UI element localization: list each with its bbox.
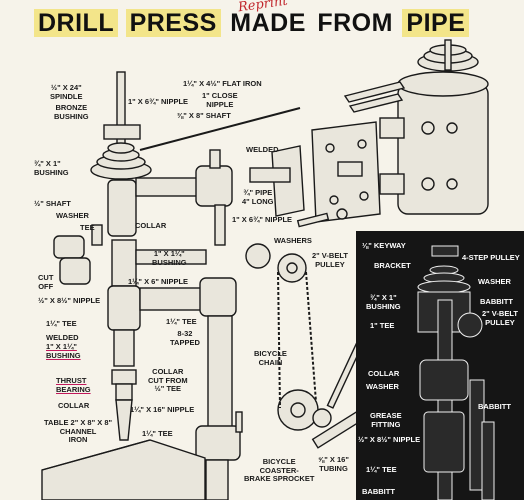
label-nipple-114x16: 1¼" X 16" NIPPLE xyxy=(130,405,195,414)
inset-label-babbitt-2: BABBITT xyxy=(478,402,511,411)
title-word-pipe: PIPE xyxy=(402,9,470,37)
inset-label-nipple: ½" X 8½" NIPPLE xyxy=(358,435,421,444)
inset-label-tee-114: 1¼" TEE xyxy=(366,465,397,474)
bolt-1 xyxy=(296,212,330,228)
label-tee-1: TEE xyxy=(80,223,95,232)
motor-bolt-1 xyxy=(421,121,435,135)
rail-1 xyxy=(343,81,406,103)
motor-top xyxy=(397,71,489,97)
tee-114-a xyxy=(107,285,141,331)
table-channel xyxy=(41,439,206,500)
title-word-drill: DRILL xyxy=(34,9,119,37)
tee-114-b xyxy=(199,277,237,317)
tubing-hub xyxy=(312,408,332,428)
label-welded-1: WELDED xyxy=(46,333,79,342)
cross-section-inset xyxy=(356,231,524,500)
close-nipple xyxy=(209,149,221,169)
plate-block xyxy=(337,161,363,177)
upper-tee xyxy=(107,179,137,237)
inset-label-washer: WASHER xyxy=(478,277,511,286)
washer-pulley xyxy=(245,243,271,269)
tee-cutoff-2 xyxy=(59,257,91,285)
motor-bolt-3 xyxy=(446,122,458,134)
inset-label-collar: COLLAR xyxy=(368,369,400,378)
pipe-34 xyxy=(249,167,291,183)
label-tee-114-b: 1¼" TEE xyxy=(166,317,197,326)
label-washer-1: WASHER xyxy=(56,211,89,220)
motor-mount-upper xyxy=(379,117,405,139)
label-washers: WASHERS xyxy=(274,236,312,245)
label-collar-2: COLLAR xyxy=(135,221,167,230)
label-nipple-114x6: 1¼" X 6" NIPPLE xyxy=(128,277,189,286)
lower-tee xyxy=(111,239,137,287)
inset-label-washer-2: WASHER xyxy=(366,382,399,391)
shaft-38x8 xyxy=(139,107,301,151)
pulley-step-4 xyxy=(107,142,135,154)
thrust-bearing xyxy=(111,369,137,385)
bronze-bushing xyxy=(103,124,141,140)
label-nipple-half-8half: ½" X 8½" NIPPLE xyxy=(38,296,101,305)
label-tubing: ⅝" X 16"TUBING xyxy=(318,455,349,473)
collar-1 xyxy=(115,383,133,401)
chain-right xyxy=(305,271,317,403)
label-bushing-1x114-b: 1" X 1¼"BUSHING xyxy=(152,249,187,267)
page-title: DRILL PRESS MADE FROM PIPE xyxy=(34,6,470,40)
title-word-from: FROM xyxy=(317,9,393,37)
label-tee-114-a: 1¼" TEE xyxy=(46,319,77,328)
motor-bolt-4 xyxy=(446,178,458,190)
bracket-stud xyxy=(235,411,243,433)
tee-cutoff-1 xyxy=(53,235,85,259)
shaft-half xyxy=(91,224,103,246)
label-welded-2: WELDED xyxy=(246,145,279,154)
inset-label-bushing: ¾" X 1"BUSHING xyxy=(366,293,401,311)
inset-label-tee: 1" TEE xyxy=(370,321,395,330)
washer-small xyxy=(336,208,348,220)
column-16in xyxy=(207,315,233,429)
label-collar-1: COLLAR xyxy=(58,401,90,410)
upper-right-tee xyxy=(195,165,233,207)
label-tee-114-c: 1¼" TEE xyxy=(142,429,173,438)
label-shaft-half: ½" SHAFT xyxy=(34,199,71,208)
title-word-made: MADE xyxy=(230,9,306,37)
motor-body xyxy=(397,83,489,215)
label-flat-iron: 1¼" X 4½" FLAT IRON xyxy=(183,79,262,88)
inset-label-babbitt-1: BABBITT xyxy=(480,297,513,306)
title-word-press: PRESS xyxy=(125,9,221,37)
motor-bolt-2 xyxy=(421,177,435,191)
inset-label-bracket: BRACKET xyxy=(374,261,411,270)
label-bushing-34x1: ¾" X 1"BUSHING xyxy=(34,159,69,177)
chain-left xyxy=(277,271,281,409)
label-shaft-38x8: ⅜" X 8" SHAFT xyxy=(177,111,231,120)
bushing-1x114 xyxy=(113,329,135,367)
column-stub xyxy=(214,204,226,246)
inset-label-keyway: ⅛" KEYWAY xyxy=(362,241,406,250)
label-spindle: ½" X 24"SPINDLE xyxy=(50,83,83,101)
collar-pipe xyxy=(135,249,207,265)
chuck xyxy=(115,399,133,441)
rail-2 xyxy=(348,93,404,113)
label-nipple-1x634-a: 1" X 6¾" NIPPLE xyxy=(128,97,189,106)
motor-mount-lower xyxy=(379,173,405,195)
motor-shaft xyxy=(444,39,452,71)
tee-114-c xyxy=(195,425,241,461)
inset-label-4-step-pulley: 4-STEP PULLEY xyxy=(462,253,520,262)
label-nipple-1x634-b: 1" X 6¾" NIPPLE xyxy=(232,215,293,224)
column-base xyxy=(205,459,229,500)
label-bushing-1x114: 1" X 1¼"BUSHING xyxy=(46,342,81,360)
inset-label-babbitt-3: BABBITT xyxy=(362,487,395,496)
